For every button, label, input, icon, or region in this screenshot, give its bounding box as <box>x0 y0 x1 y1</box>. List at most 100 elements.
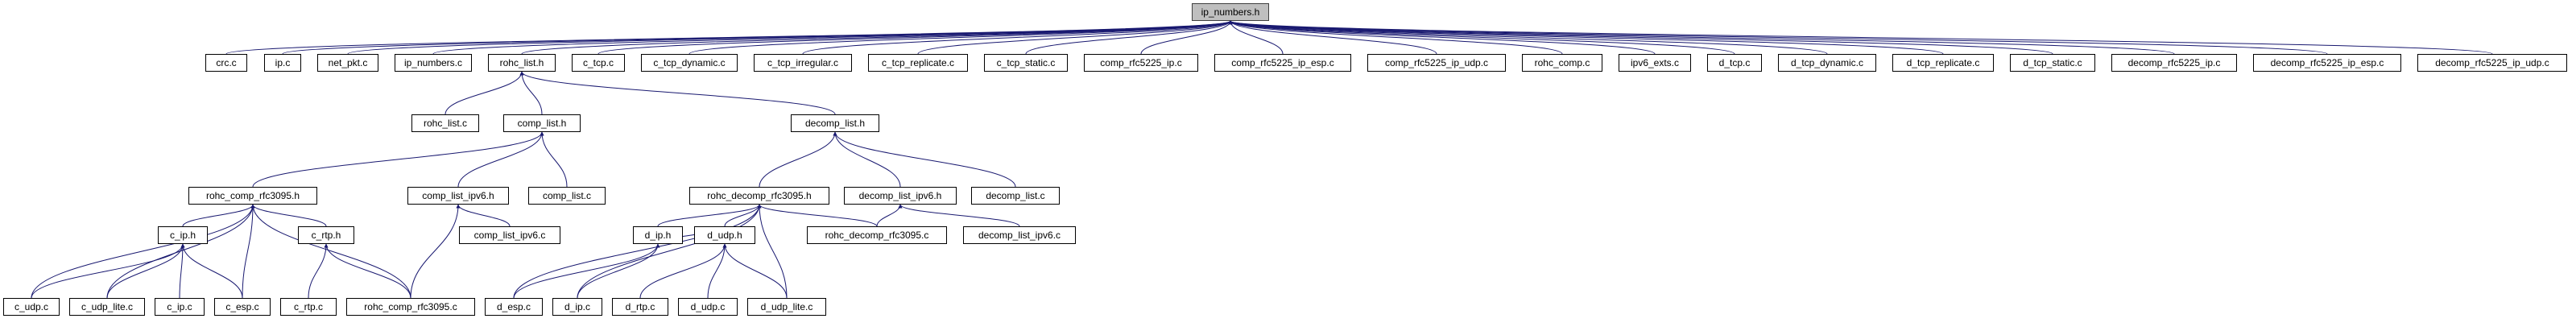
graph-node-d_esp_c[interactable]: d_esp.c <box>485 298 543 316</box>
graph-node-label: rohc_decomp_rfc3095.h <box>707 190 812 201</box>
graph-node-comp_list_c[interactable]: comp_list.c <box>528 187 606 205</box>
graph-node-label: decomp_list_ipv6.h <box>858 190 942 201</box>
graph-node-label: d_ip.c <box>564 301 591 312</box>
graph-node-label: comp_list_ipv6.c <box>473 230 546 241</box>
graph-edge <box>540 131 568 188</box>
graph-node-label: c_rtp.h <box>311 230 341 241</box>
graph-node-d_udp_c[interactable]: d_udp.c <box>678 298 738 316</box>
graph-edge <box>513 204 762 299</box>
graph-node-rohc_comp_c[interactable]: rohc_comp.c <box>1522 54 1602 72</box>
graph-node-label: comp_rfc5225_ip.c <box>1100 57 1182 68</box>
graph-edge <box>757 204 878 227</box>
graph-edge <box>521 20 1233 55</box>
graph-node-label: c_tcp_static.c <box>996 57 1056 68</box>
graph-edge <box>182 204 255 227</box>
graph-node-d_udp_h[interactable]: d_udp.h <box>694 226 755 244</box>
graph-node-label: ip_numbers.c <box>403 57 463 68</box>
graph-node-d_tcp_dynamic_c[interactable]: d_tcp_dynamic.c <box>1778 54 1876 72</box>
graph-node-d_udp_lite_c[interactable]: d_udp_lite.c <box>747 298 826 316</box>
graph-node-decomp_rfc5225_ip_esp_c[interactable]: decomp_rfc5225_ip_esp.c <box>2253 54 2401 72</box>
graph-node-label: decomp_list_ipv6.c <box>978 230 1061 241</box>
graph-node-d_tcp_static_c[interactable]: d_tcp_static.c <box>2010 54 2095 72</box>
graph-edge <box>1228 20 1828 55</box>
graph-edge <box>759 131 837 188</box>
graph-edge <box>457 131 544 188</box>
graph-node-label: d_udp_lite.c <box>760 301 813 312</box>
graph-node-ip_c[interactable]: ip.c <box>264 54 301 72</box>
graph-node-rohc_comp_rfc3095_h[interactable]: rohc_comp_rfc3095.h <box>188 187 317 205</box>
graph-edge <box>308 243 329 299</box>
graph-node-label: comp_list.c <box>542 190 592 201</box>
graph-node-ip_numbers_c[interactable]: ip_numbers.c <box>395 54 472 72</box>
graph-node-d_ip_c[interactable]: d_ip.c <box>552 298 602 316</box>
graph-node-label: decomp_rfc5225_ip_udp.c <box>2435 57 2549 68</box>
graph-node-c_udp_c[interactable]: c_udp.c <box>3 298 60 316</box>
graph-node-ip_numbers_h[interactable]: ip_numbers.h <box>1192 3 1269 21</box>
graph-node-comp_rfc5225_ip_c[interactable]: comp_rfc5225_ip.c <box>1084 54 1198 72</box>
graph-node-ipv6_exts_c[interactable]: ipv6_exts.c <box>1619 54 1691 72</box>
graph-node-d_rtp_c[interactable]: d_rtp.c <box>612 298 668 316</box>
graph-node-comp_list_ipv6_h[interactable]: comp_list_ipv6.h <box>407 187 509 205</box>
graph-edge <box>179 243 185 299</box>
graph-node-decomp_list_c[interactable]: decomp_list.c <box>971 187 1060 205</box>
graph-node-decomp_list_h[interactable]: decomp_list.h <box>791 114 879 132</box>
graph-node-d_tcp_replicate_c[interactable]: d_tcp_replicate.c <box>1892 54 1994 72</box>
graph-node-rohc_comp_rfc3095_c[interactable]: rohc_comp_rfc3095.c <box>346 298 475 316</box>
graph-node-comp_rfc5225_ip_esp_c[interactable]: comp_rfc5225_ip_esp.c <box>1214 54 1351 72</box>
graph-edge <box>347 20 1233 55</box>
graph-edge <box>1228 20 2328 55</box>
graph-edge <box>724 204 762 227</box>
graph-node-label: d_tcp.c <box>1718 57 1751 68</box>
graph-node-c_tcp_irregular_c[interactable]: c_tcp_irregular.c <box>754 54 852 72</box>
graph-node-label: ipv6_exts.c <box>1630 57 1680 68</box>
graph-node-c_rtp_c[interactable]: c_rtp.c <box>280 298 337 316</box>
graph-edge <box>1228 20 1563 55</box>
graph-node-label: comp_list_ipv6.h <box>422 190 494 201</box>
graph-edge <box>282 20 1233 55</box>
graph-node-rohc_decomp_rfc3095_h[interactable]: rohc_decomp_rfc3095.h <box>689 187 829 205</box>
graph-node-label: c_tcp_replicate.c <box>881 57 955 68</box>
graph-node-label: d_tcp_replicate.c <box>1906 57 1980 68</box>
graph-edge <box>688 20 1233 55</box>
graph-node-c_ip_c[interactable]: c_ip.c <box>155 298 205 316</box>
graph-node-label: rohc_comp_rfc3095.c <box>364 301 457 312</box>
graph-node-decomp_rfc5225_ip_c[interactable]: decomp_rfc5225_ip.c <box>2111 54 2237 72</box>
graph-node-crc_c[interactable]: crc.c <box>205 54 247 72</box>
graph-edge <box>577 243 660 299</box>
graph-edge <box>802 20 1233 55</box>
graph-edge <box>1025 20 1233 55</box>
graph-edge <box>757 204 788 299</box>
graph-node-label: c_esp.c <box>225 301 259 312</box>
graph-edge <box>898 204 1020 227</box>
graph-node-c_udp_lite_c[interactable]: c_udp_lite.c <box>69 298 145 316</box>
graph-node-rohc_list_h[interactable]: rohc_list.h <box>488 54 556 72</box>
graph-node-label: net_pkt.c <box>328 57 368 68</box>
graph-node-comp_list_h[interactable]: comp_list.h <box>503 114 581 132</box>
graph-node-c_rtp_h[interactable]: c_rtp.h <box>298 226 354 244</box>
graph-node-c_tcp_replicate_c[interactable]: c_tcp_replicate.c <box>868 54 968 72</box>
graph-node-net_pkt_c[interactable]: net_pkt.c <box>317 54 378 72</box>
graph-node-c_tcp_c[interactable]: c_tcp.c <box>572 54 625 72</box>
graph-node-d_ip_h[interactable]: d_ip.h <box>633 226 683 244</box>
graph-node-comp_list_ipv6_c[interactable]: comp_list_ipv6.c <box>459 226 560 244</box>
graph-node-comp_rfc5225_ip_udp_c[interactable]: comp_rfc5225_ip_udp.c <box>1367 54 1506 72</box>
graph-edge <box>180 243 243 299</box>
graph-node-c_tcp_static_c[interactable]: c_tcp_static.c <box>984 54 1068 72</box>
graph-node-d_tcp_c[interactable]: d_tcp.c <box>1707 54 1762 72</box>
graph-node-label: d_udp.c <box>690 301 726 312</box>
graph-node-c_ip_h[interactable]: c_ip.h <box>158 226 208 244</box>
graph-node-label: comp_rfc5225_ip_esp.c <box>1231 57 1334 68</box>
graph-node-c_tcp_dynamic_c[interactable]: c_tcp_dynamic.c <box>641 54 738 72</box>
graph-edge <box>106 243 185 299</box>
graph-node-label: d_tcp_dynamic.c <box>1790 57 1864 68</box>
graph-node-rohc_decomp_rfc3095_c[interactable]: rohc_decomp_rfc3095.c <box>807 226 947 244</box>
graph-node-decomp_rfc5225_ip_udp_c[interactable]: decomp_rfc5225_ip_udp.c <box>2417 54 2567 72</box>
graph-edge <box>31 243 185 299</box>
graph-node-c_esp_c[interactable]: c_esp.c <box>214 298 271 316</box>
graph-edge <box>242 204 255 299</box>
graph-node-rohc_list_c[interactable]: rohc_list.c <box>411 114 479 132</box>
graph-edge <box>876 204 903 227</box>
graph-node-decomp_list_ipv6_c[interactable]: decomp_list_ipv6.c <box>963 226 1076 244</box>
graph-node-decomp_list_ipv6_h[interactable]: decomp_list_ipv6.h <box>844 187 957 205</box>
graph-node-label: c_rtp.c <box>293 301 323 312</box>
